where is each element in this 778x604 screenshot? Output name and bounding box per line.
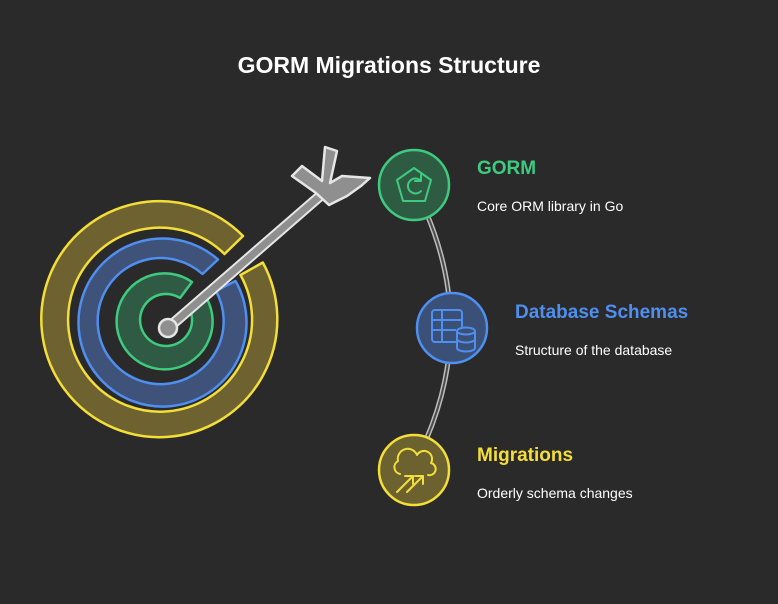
gorm-node: [377, 148, 451, 222]
arrow-fletching: [290, 145, 372, 207]
migrations-title: Migrations: [477, 445, 574, 466]
table-database-icon: [431, 309, 476, 353]
schemas-title: Database Schemas: [515, 302, 689, 323]
arrow: [157, 145, 372, 339]
refresh-pentagon-icon: [396, 167, 432, 202]
target-ring-outer: [40, 199, 279, 439]
target-ring-middle: [77, 237, 248, 408]
migrations-node: [377, 433, 451, 507]
migrations-description: Orderly schema changes: [477, 485, 633, 501]
schemas-label: Database Schemas Structure of the databa…: [515, 302, 688, 358]
target: [40, 199, 279, 439]
schemas-description: Structure of the database: [515, 342, 673, 358]
gorm-title: GORM: [477, 158, 537, 179]
cloud-arrows-icon: [393, 447, 437, 493]
gorm-description: Core ORM library in Go: [477, 198, 624, 214]
schemas-node: [415, 291, 489, 365]
gorm-label: GORM Core ORM library in Go: [477, 158, 623, 214]
target-ring-inner: [115, 272, 214, 371]
migrations-label: Migrations Orderly schema changes: [477, 445, 633, 501]
page-title: GORM Migrations Structure: [237, 52, 541, 78]
